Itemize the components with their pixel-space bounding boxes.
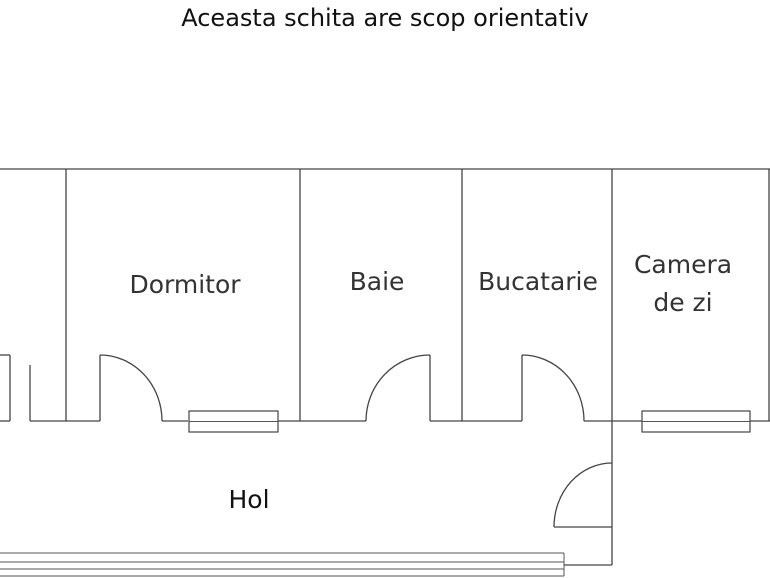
- room-label-baie: Baie: [350, 267, 405, 296]
- door-bucatarie: [521, 354, 585, 422]
- room-label-camera: Camera: [634, 250, 732, 279]
- door-entrance: [553, 462, 613, 528]
- room-label-dormitor: Dormitor: [129, 270, 241, 299]
- room-label-camera-de-zi: de zi: [653, 288, 712, 317]
- room-label-hol: Hol: [228, 485, 269, 514]
- room-label-bucatarie: Bucatarie: [478, 267, 598, 296]
- plan-title: Aceasta schita are scop orientativ: [181, 4, 589, 32]
- door-left-closet: [0, 354, 31, 421]
- door-baie: [365, 354, 431, 422]
- corridor-bottom-wall: [0, 552, 612, 577]
- door-dormitor: [99, 354, 163, 422]
